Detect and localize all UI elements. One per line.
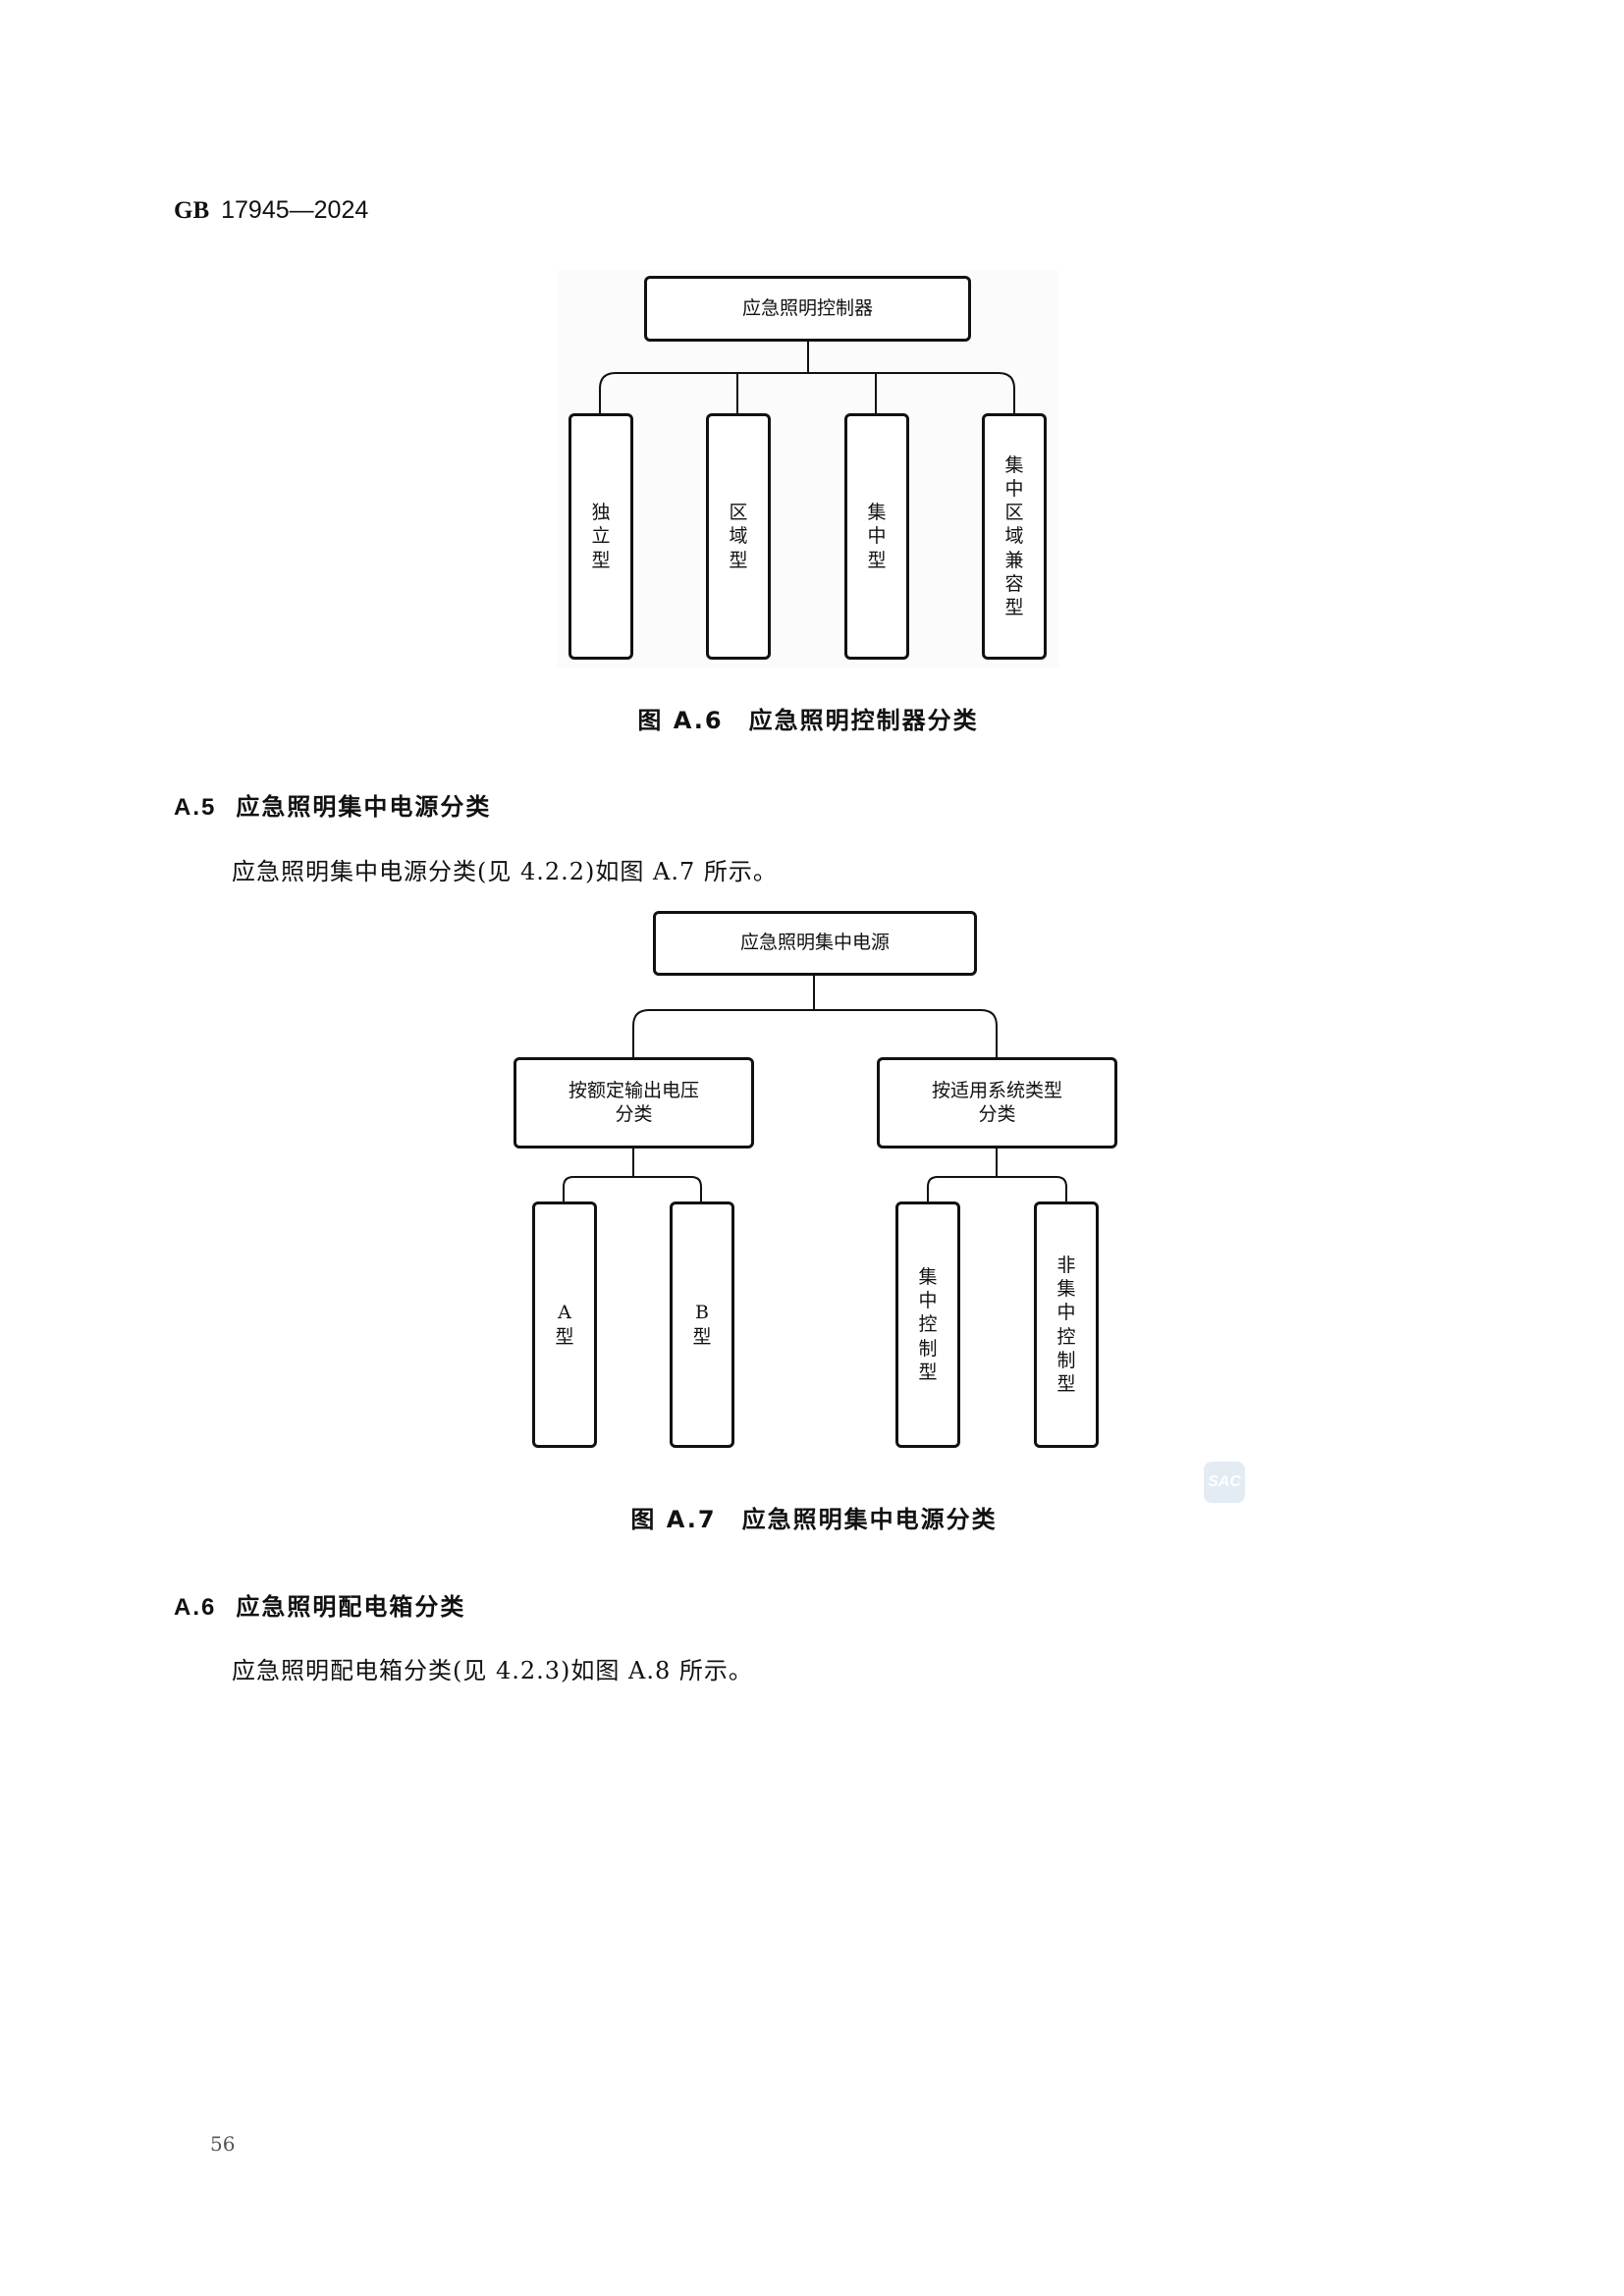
- node-label: 集中型: [867, 502, 887, 571]
- connector: [563, 1176, 702, 1201]
- node-type-b: B型: [670, 1201, 734, 1448]
- node-independent: 独立型: [568, 413, 633, 660]
- section-title: 应急照明集中电源分类: [236, 793, 492, 821]
- node-label: 独立型: [591, 502, 611, 571]
- node-label: A型: [555, 1302, 574, 1348]
- figure-caption: 图 A.6 应急照明控制器分类: [637, 707, 979, 734]
- section-heading: A.5 应急照明集中电源分类: [174, 787, 491, 822]
- node-type-a: A型: [532, 1201, 597, 1448]
- connector: [736, 373, 877, 413]
- node-label: 集中区域兼容型: [1004, 454, 1024, 618]
- standard-code: GB: [174, 197, 210, 224]
- node-label: 区域型: [729, 502, 748, 571]
- paragraph: 应急照明集中电源分类(见 4.2.2)如图 A.7 所示。: [232, 858, 778, 885]
- document-header: GB 17945—2024: [174, 196, 368, 225]
- connector: [599, 372, 1015, 413]
- section-number: A.6: [174, 1594, 217, 1621]
- page-number: 56: [210, 2132, 236, 2156]
- figure-caption: 图 A.7 应急照明集中电源分类: [630, 1506, 998, 1533]
- node-non-centralized-control: 非集中控制型: [1034, 1201, 1099, 1448]
- section-heading: A.6 应急照明配电箱分类: [174, 1587, 465, 1622]
- connector: [632, 1009, 998, 1057]
- node-centralized: 集中型: [844, 413, 909, 660]
- node-label: 按适用系统类型分类: [931, 1079, 1062, 1125]
- node-root-power-supply: 应急照明集中电源: [653, 911, 977, 976]
- node-root-controller: 应急照明控制器: [644, 276, 971, 342]
- node-label: 集中控制型: [918, 1266, 938, 1383]
- sac-watermark-logo: SAC: [1204, 1462, 1245, 1503]
- section-title: 应急照明配电箱分类: [236, 1593, 466, 1621]
- node-by-system-type: 按适用系统类型分类: [877, 1057, 1117, 1148]
- standard-number: 17945—2024: [221, 196, 369, 224]
- node-label: 应急照明集中电源: [739, 932, 890, 954]
- node-centralized-control: 集中控制型: [895, 1201, 960, 1448]
- node-label: 按额定输出电压分类: [568, 1079, 699, 1125]
- node-label: 应急照明控制器: [741, 296, 873, 319]
- node-label: B型: [692, 1302, 712, 1348]
- paragraph: 应急照明配电箱分类(见 4.2.3)如图 A.8 所示。: [232, 1657, 753, 1684]
- node-compatible: 集中区域兼容型: [982, 413, 1047, 660]
- node-by-voltage: 按额定输出电压分类: [514, 1057, 754, 1148]
- connector: [927, 1176, 1067, 1201]
- section-number: A.5: [174, 794, 217, 821]
- node-label: 非集中控制型: [1056, 1255, 1076, 1395]
- node-regional: 区域型: [706, 413, 771, 660]
